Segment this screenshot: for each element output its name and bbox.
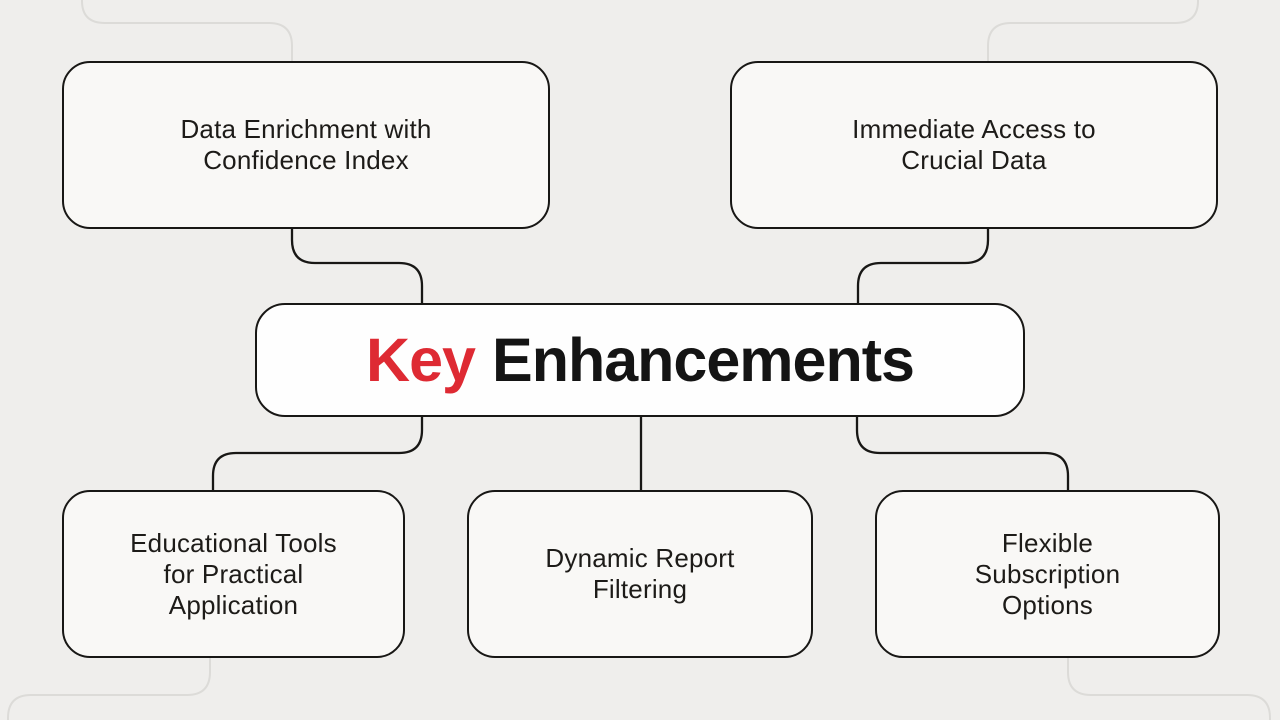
node-label-line: Immediate Access to <box>852 114 1096 144</box>
decorative-curve-top-left <box>81 0 293 62</box>
node-label-line: Crucial Data <box>901 145 1047 175</box>
node-label: Dynamic Report Filtering <box>545 543 734 605</box>
node-label: Data Enrichment with Confidence Index <box>180 114 431 176</box>
node-label-line: Options <box>1001 589 1093 620</box>
decorative-curve-bottom-right <box>1067 657 1271 720</box>
node-label: Flexible Subscription Options <box>975 528 1120 621</box>
connector-bottom-left <box>211 416 424 491</box>
connector-bottom-right <box>855 416 1070 491</box>
node-label-line: for Practical <box>163 558 304 589</box>
node-label: Educational Tools for Practical Applicat… <box>130 528 337 621</box>
title-rest: Enhancements <box>492 325 915 394</box>
title-highlight: Key <box>366 325 476 394</box>
node-flexible-subscription[interactable]: Flexible Subscription Options <box>875 490 1220 658</box>
node-label-line: Subscription <box>974 558 1121 589</box>
node-label-line: Flexible <box>1001 527 1094 558</box>
node-label-line: Dynamic Report <box>545 543 735 573</box>
decorative-curve-bottom-left <box>7 657 211 720</box>
node-label-line: Filtering <box>592 574 688 604</box>
connector-top-left <box>290 229 424 303</box>
node-label: Immediate Access to Crucial Data <box>852 114 1096 176</box>
node-educational-tools[interactable]: Educational Tools for Practical Applicat… <box>62 490 405 658</box>
node-label-line: Confidence Index <box>203 145 409 175</box>
node-data-enrichment[interactable]: Data Enrichment with Confidence Index <box>62 61 550 229</box>
node-label-line: Data Enrichment with <box>180 114 432 144</box>
node-dynamic-report-filtering[interactable]: Dynamic Report Filtering <box>467 490 813 658</box>
decorative-curve-top-right <box>987 0 1199 62</box>
connector-top-right <box>856 229 990 303</box>
node-label-line: Educational Tools <box>130 527 337 558</box>
node-label-line: Application <box>168 589 299 620</box>
node-immediate-access[interactable]: Immediate Access to Crucial Data <box>730 61 1218 229</box>
